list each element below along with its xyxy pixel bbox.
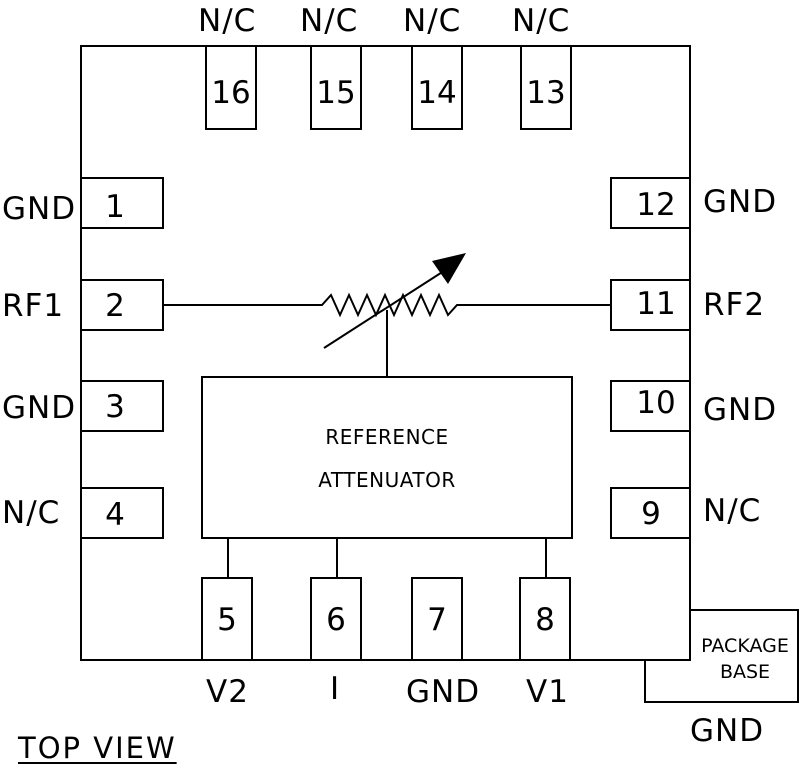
pad-15 [310, 45, 362, 130]
pin-number-5: 5 [217, 602, 237, 638]
pin-label-4: N/C [2, 495, 61, 531]
pin-number-8: 8 [535, 602, 555, 638]
pin-number-15: 15 [316, 75, 356, 111]
pin-label-11: RF2 [703, 287, 766, 323]
pin-label-3: GND [2, 390, 77, 426]
package-base-label-line1: PACKAGE [701, 635, 789, 657]
pin-label-12: GND [703, 184, 778, 220]
view-label: TOP VIEW [18, 731, 177, 765]
pin-number-3: 3 [105, 389, 125, 425]
pin-label-9: N/C [703, 493, 762, 529]
reference-attenuator-block [201, 376, 573, 539]
pin-label-13: N/C [512, 3, 571, 39]
pin-number-12: 12 [636, 187, 676, 223]
pin-label-5: V2 [206, 674, 249, 710]
core-label-line1: REFERENCE [325, 425, 449, 449]
pin-number-9: 9 [641, 496, 661, 532]
pin-label-10: GND [703, 392, 778, 428]
pin-number-16: 16 [211, 75, 251, 111]
pad-7 [411, 577, 463, 661]
pin-label-2: RF1 [2, 288, 65, 324]
pin-label-1: GND [2, 191, 77, 227]
pin-label-8: V1 [526, 674, 569, 710]
package-outline [80, 45, 691, 661]
pad-3 [80, 380, 164, 432]
package-base-pin-label: GND [690, 713, 765, 749]
variable-arrowhead [432, 253, 466, 284]
pad-16 [205, 45, 257, 130]
package-base-label-line2: BASE [719, 661, 771, 683]
pin-label-15: N/C [300, 3, 359, 39]
variable-arrow [323, 268, 448, 349]
pad-12 [610, 177, 691, 229]
pin-number-10: 10 [636, 385, 676, 421]
pad-1 [80, 177, 164, 229]
pad-10 [610, 380, 691, 432]
pin-label-14: N/C [403, 3, 462, 39]
core-label-line2: ATTENUATOR [318, 468, 456, 492]
pin-number-2: 2 [105, 288, 125, 324]
pin-number-13: 13 [526, 75, 566, 111]
pad-13 [520, 45, 572, 130]
pad-4 [80, 487, 164, 539]
pin-number-14: 14 [417, 75, 457, 111]
pin-number-11: 11 [636, 286, 676, 322]
pin-number-1: 1 [105, 189, 125, 225]
pad-14 [411, 45, 463, 130]
package-base-pad [644, 609, 799, 703]
pin-label-16: N/C [198, 3, 257, 39]
pin-number-4: 4 [105, 497, 125, 533]
pin-number-7: 7 [427, 602, 447, 638]
pin-label-6: I [330, 671, 341, 707]
pin-label-7: GND [406, 674, 481, 710]
pad-9 [610, 487, 691, 539]
pin-number-6: 6 [326, 602, 346, 638]
